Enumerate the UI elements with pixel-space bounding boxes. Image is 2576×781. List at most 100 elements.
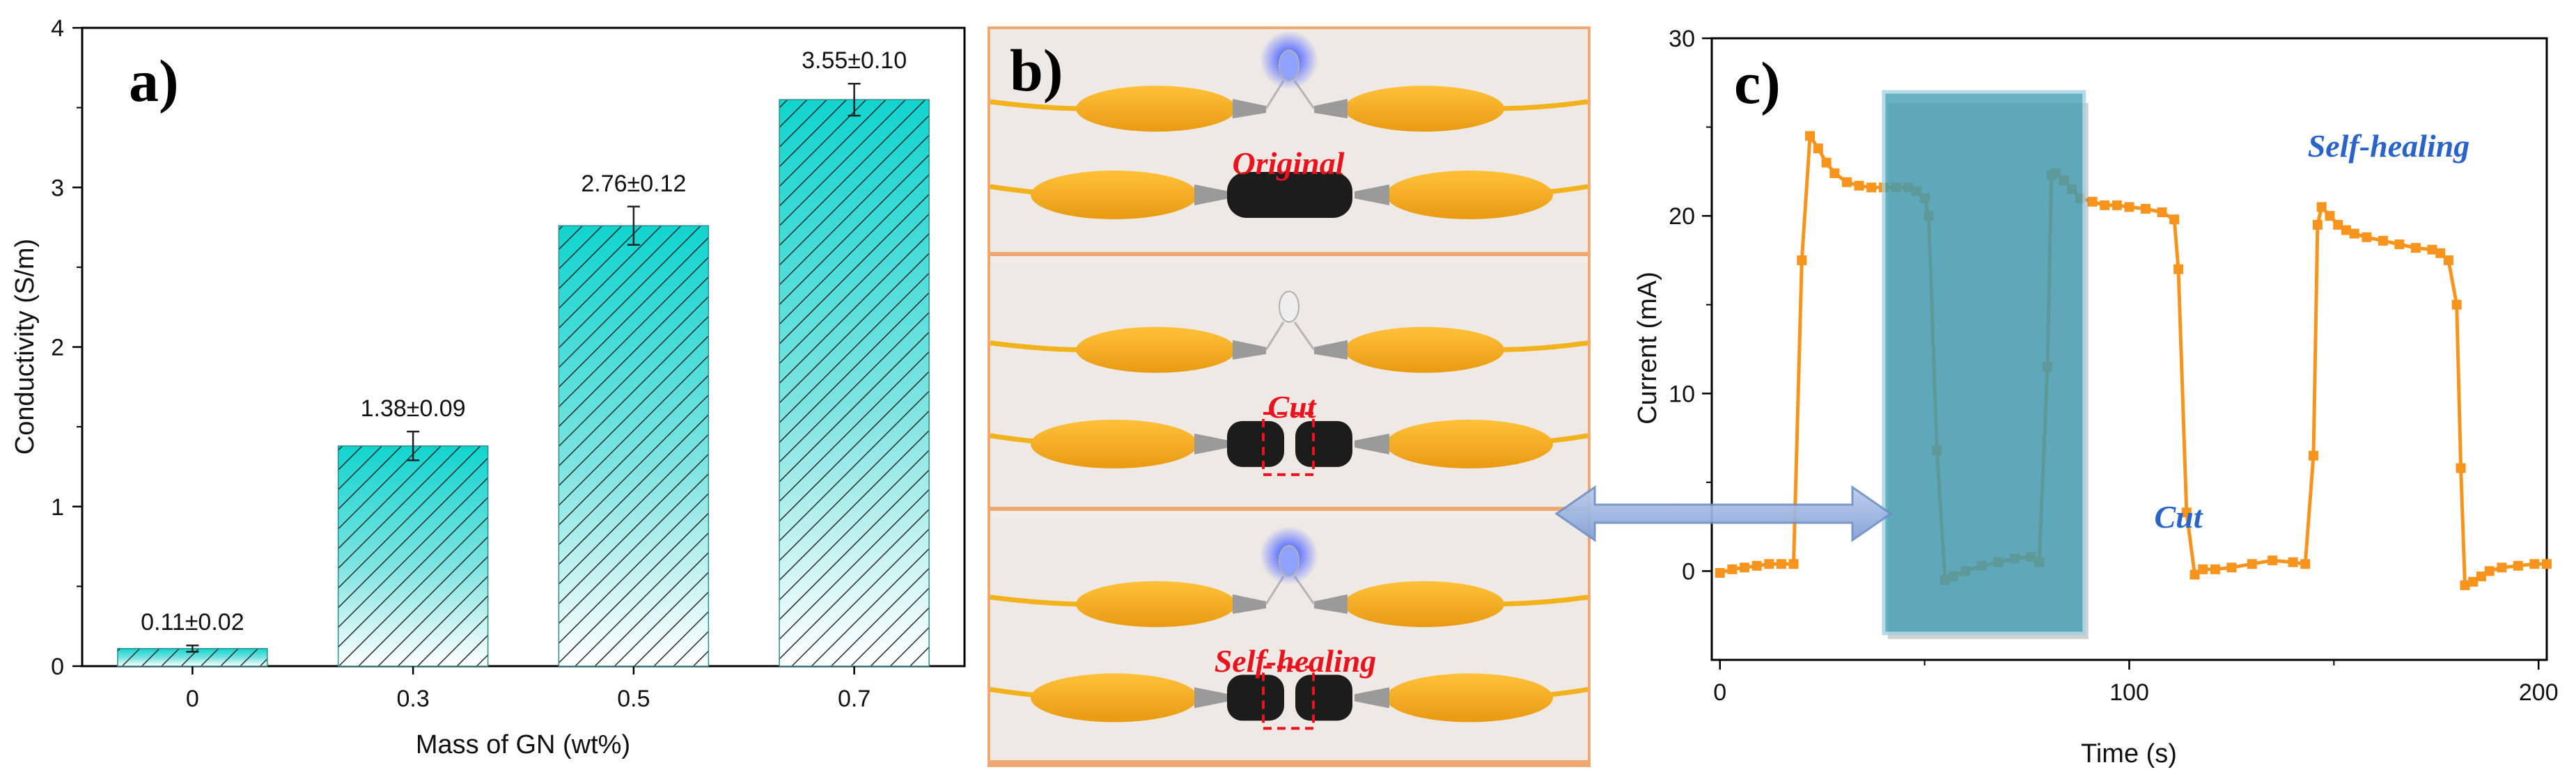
data-point — [2267, 555, 2278, 566]
annotation-cut: Cut — [2154, 499, 2203, 535]
data-point — [2308, 450, 2318, 461]
data-point — [2198, 564, 2208, 574]
data-point — [1740, 562, 1750, 573]
data-point — [2173, 264, 2184, 274]
photo-self-healing — [990, 518, 1588, 764]
led-bulb — [1279, 49, 1299, 82]
data-point — [2468, 576, 2479, 587]
y-tick-label: 0 — [1682, 558, 1695, 585]
clip-jaw — [1194, 433, 1229, 455]
data-point — [2497, 562, 2507, 573]
data-point — [2460, 580, 2470, 590]
data-point — [2141, 203, 2151, 214]
alligator-clip — [1031, 170, 1198, 219]
data-point — [2394, 239, 2405, 249]
data-point — [1727, 564, 1738, 574]
data-point — [2443, 255, 2453, 265]
x-tick-label: 0.5 — [617, 686, 650, 712]
data-point — [2316, 202, 2327, 212]
sample-piece — [1295, 420, 1352, 467]
data-point — [1866, 182, 1877, 193]
data-label: 2.76±0.12 — [581, 171, 686, 197]
alligator-clip — [1076, 326, 1236, 373]
data-point — [2435, 248, 2446, 258]
data-point — [1813, 143, 1823, 154]
alligator-clip — [1344, 581, 1504, 627]
data-point — [2484, 566, 2495, 576]
bars: 0.11±0.02 1.38±0.09 2.76±0.12 3.55±0.10 — [117, 47, 930, 667]
alligator-clip — [1386, 419, 1553, 468]
data-point — [2410, 243, 2421, 253]
photo-cut — [990, 263, 1588, 511]
x-tick-label: 100 — [2109, 679, 2149, 706]
photo-strips — [990, 29, 1588, 764]
data-point — [1788, 559, 1799, 569]
data-point — [2157, 207, 2167, 218]
y-tick-label: 10 — [1669, 381, 1695, 407]
data-point — [2349, 228, 2359, 239]
data-point — [2210, 564, 2220, 574]
data-point — [2181, 507, 2192, 518]
data-label: 1.38±0.09 — [361, 395, 466, 422]
data-point — [2542, 559, 2552, 569]
double-arrow — [1554, 485, 1893, 542]
x-axis-label: Mass of GN (wt%) — [416, 730, 630, 759]
clip-jaw — [1355, 433, 1389, 455]
sample-piece — [1295, 674, 1352, 721]
clip-jaw — [1233, 594, 1266, 614]
clip-jaw — [1233, 99, 1266, 119]
data-point — [2451, 299, 2462, 310]
y-axis-label-c: Current (mA) — [1633, 271, 1662, 425]
led-bulb — [1279, 290, 1299, 323]
data-point — [1715, 567, 1725, 578]
clip-jaw — [1233, 340, 1266, 360]
bar-hatch-0.7 — [779, 99, 930, 667]
data-point — [2333, 219, 2343, 230]
photo-divider — [990, 760, 1588, 764]
data-point — [2111, 200, 2122, 210]
x-tick-label: 0 — [186, 686, 199, 712]
photo-divider — [990, 252, 1588, 256]
data-point — [1821, 157, 1832, 168]
alligator-clip — [1386, 170, 1553, 219]
alligator-clip — [1344, 326, 1504, 373]
x-tick-label: 200 — [2519, 679, 2559, 706]
alligator-clip — [1031, 419, 1198, 468]
data-label: 3.55±0.10 — [802, 47, 907, 74]
panel-b-photos: b) Original Cut Self-healing — [988, 26, 1591, 767]
led-leg — [1265, 321, 1285, 351]
y-tick-label: 4 — [51, 15, 64, 42]
clip-jaw — [1194, 687, 1229, 709]
data-point — [2124, 202, 2134, 212]
panel-label-c: c) — [1734, 49, 1781, 116]
photo-original — [990, 29, 1588, 256]
panel-label-a: a) — [129, 47, 179, 114]
data-point — [2427, 244, 2437, 255]
data-point — [2362, 232, 2372, 242]
sample-piece — [1227, 420, 1284, 467]
y-axis-label: Conductivity (S/m) — [10, 239, 40, 455]
clip-jaw — [1314, 340, 1348, 360]
data-point — [2300, 559, 2311, 569]
photo-divider — [990, 507, 1588, 511]
alligator-clip — [1076, 581, 1236, 627]
clip-jaw — [1355, 184, 1389, 205]
data-point — [2226, 562, 2237, 573]
sample — [1227, 171, 1352, 218]
data-point — [2325, 211, 2335, 221]
alligator-clip — [1076, 86, 1236, 132]
y-tick-label: 0 — [51, 654, 64, 680]
data-point — [1854, 180, 1864, 191]
data-point — [2100, 200, 2110, 210]
data-label: 0.11±0.02 — [141, 609, 244, 636]
y-tick-label: 20 — [1669, 203, 1695, 230]
data-point — [2189, 569, 2200, 580]
bar-hatch-0.3 — [337, 445, 489, 667]
data-point — [2288, 557, 2298, 567]
x-tick-label: 0 — [1713, 679, 1726, 706]
clip-jaw — [1194, 184, 1229, 205]
data-point — [1805, 131, 1816, 141]
data-point — [1764, 559, 1774, 569]
data-point — [2312, 219, 2323, 230]
